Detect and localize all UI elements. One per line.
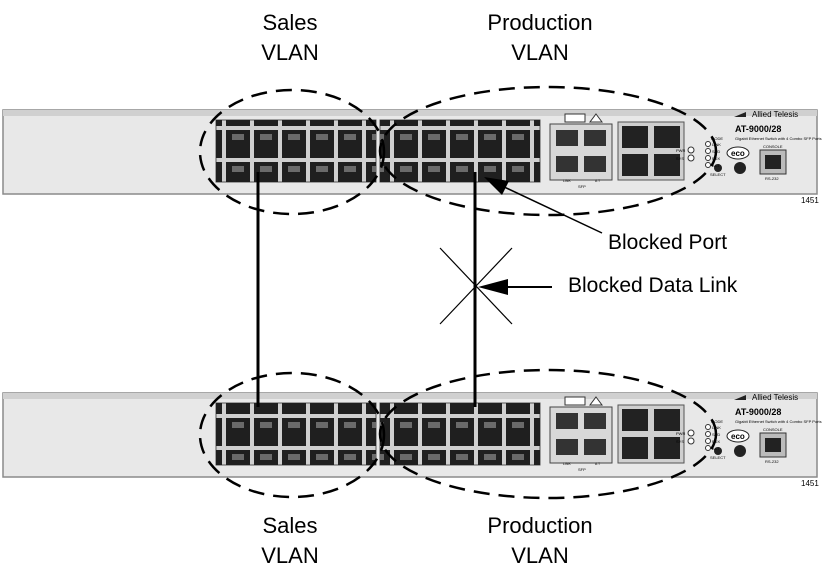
blocked-port-label: Blocked Port <box>608 231 728 254</box>
bottom-console-label: CONSOLE <box>763 427 783 432</box>
top-pwr-label: PWR <box>676 148 685 153</box>
blocked-data-link-label: Blocked Data Link <box>568 274 738 297</box>
top-production-line1: Production <box>487 10 593 35</box>
top-production-vlan-label: Production VLAN <box>465 8 615 68</box>
top-production-line2: VLAN <box>511 40 569 65</box>
blocked-port-arrow-line <box>499 184 603 234</box>
top-sales-vlan-ellipse <box>198 88 386 216</box>
bottom-rs232-label: RS-232 <box>765 459 779 464</box>
bottom-production-line2: VLAN <box>511 543 569 568</box>
bottom-production-vlan-ellipse <box>378 368 718 500</box>
top-mode-item-2: FDX <box>712 156 720 161</box>
bottom-sys-label: SYS <box>676 439 684 444</box>
top-rs232-label: RS-232 <box>765 176 779 181</box>
bottom-sales-line1: Sales <box>262 513 318 538</box>
top-production-vlan-ellipse <box>378 85 718 217</box>
top-sales-vlan-label: Sales VLAN <box>240 8 340 68</box>
top-mode-item-0: LINK <box>712 142 721 147</box>
top-sfp-sub-right: A T <box>595 179 601 183</box>
bottom-mode-label: MODE <box>711 419 723 424</box>
bottom-figure-number: 1451 <box>801 479 819 488</box>
bottom-pwr-label: PWR <box>676 431 685 436</box>
top-switch <box>2 109 818 195</box>
bottom-sales-vlan-ellipse <box>198 371 386 499</box>
bottom-eco-label: eco <box>731 432 745 441</box>
bottom-mode-item-0: LINK <box>712 425 721 430</box>
top-sales-line1: Sales <box>262 10 318 35</box>
blocked-port-arrowhead <box>484 177 509 195</box>
top-eco-label: eco <box>731 149 745 158</box>
top-sales-line2: VLAN <box>261 40 319 65</box>
bottom-switch <box>2 392 818 478</box>
bottom-sfp-label: SFP <box>578 467 586 472</box>
top-model-text: AT-9000/28 <box>735 124 781 134</box>
bottom-brand-text: Allied Telesis <box>752 393 798 402</box>
top-sys-label: SYS <box>676 156 684 161</box>
bottom-mode-item-3: ACT <box>712 446 721 451</box>
top-select-label: SELECT <box>710 172 726 177</box>
top-mode-label: MODE <box>711 136 723 141</box>
top-mode-item-3: ACT <box>712 163 721 168</box>
bottom-mode-item-2: FDX <box>712 439 720 444</box>
bottom-production-line1: Production <box>487 513 593 538</box>
bottom-description-text: Gigabit Ethernet Switch with 4 Combo SFP… <box>735 419 822 424</box>
top-brand-text: Allied Telesis <box>752 110 798 119</box>
bottom-sales-vlan-label: Sales VLAN <box>240 511 340 571</box>
blocked-link-arrowhead <box>478 279 508 295</box>
top-console-label: CONSOLE <box>763 144 783 149</box>
bottom-production-vlan-label: Production VLAN <box>465 511 615 571</box>
top-figure-number: 1451 <box>801 196 819 205</box>
top-sfp-label: SFP <box>578 184 586 189</box>
top-description-text: Gigabit Ethernet Switch with 4 Combo SFP… <box>735 136 822 141</box>
bottom-sfp-sub-right: A T <box>595 462 601 466</box>
top-sfp-sub-left: LINK <box>563 179 571 183</box>
bottom-model-text: AT-9000/28 <box>735 407 781 417</box>
bottom-sfp-sub-left: LINK <box>563 462 571 466</box>
bottom-select-label: SELECT <box>710 455 726 460</box>
blocked-link-x-line-2 <box>439 247 513 325</box>
bottom-sales-line2: VLAN <box>261 543 319 568</box>
